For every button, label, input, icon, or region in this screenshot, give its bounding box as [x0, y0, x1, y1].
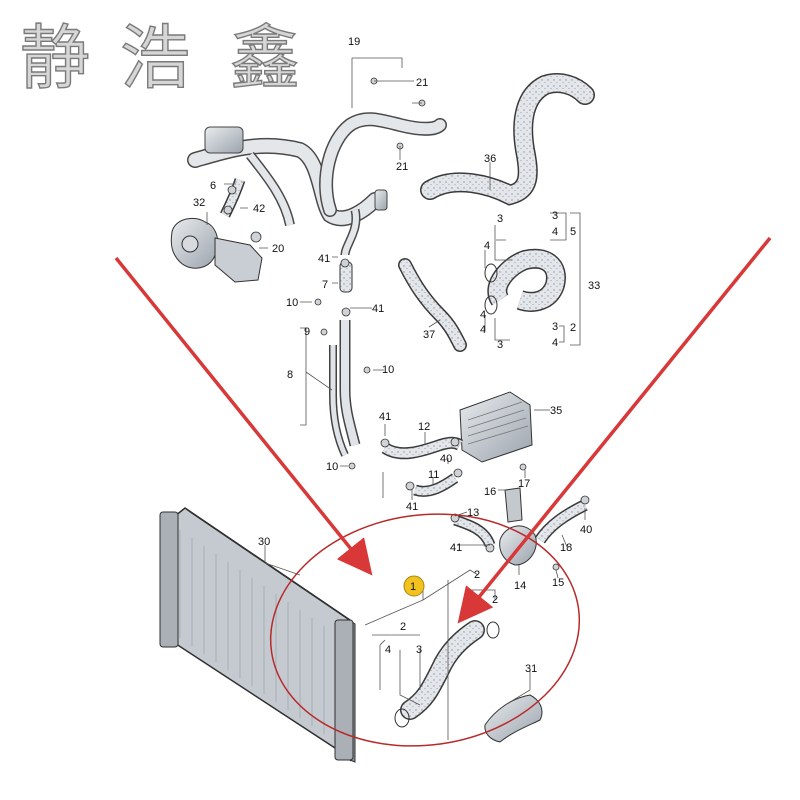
callout-32: 32 — [193, 197, 205, 209]
callout-2b: 2 — [474, 569, 480, 581]
callout-33: 33 — [588, 280, 600, 292]
callout-6: 6 — [210, 180, 216, 192]
callout-4b: 4 — [552, 226, 558, 238]
callout-3c: 3 — [497, 339, 503, 351]
callout-41c: 41 — [379, 411, 391, 423]
callout-8: 8 — [287, 369, 293, 381]
callout-21a: 21 — [416, 77, 428, 89]
coolant-hose-1 — [394, 620, 500, 728]
callout-12: 12 — [418, 421, 430, 433]
hose-37 — [398, 258, 467, 352]
callout-2d: 2 — [400, 621, 406, 633]
callout-14: 14 — [514, 580, 526, 592]
callout-10c: 10 — [326, 461, 338, 473]
callout-16: 16 — [484, 486, 496, 498]
callout-41d: 41 — [406, 501, 418, 513]
callout-19: 19 — [348, 36, 360, 48]
callout-20: 20 — [272, 243, 284, 255]
callout-41e: 41 — [450, 542, 462, 554]
oil-cooler-35 — [459, 391, 533, 463]
watermark-char-2: 浩 — [120, 17, 190, 99]
highlight-arrow-right — [457, 236, 772, 624]
radiator-30 — [159, 507, 356, 763]
callout-21b: 21 — [396, 161, 408, 173]
callout-37: 37 — [423, 329, 435, 341]
callout-10b: 10 — [382, 364, 394, 376]
callout-2c: 2 — [492, 594, 498, 606]
callout-41b: 41 — [372, 303, 384, 315]
callout-17: 17 — [518, 478, 530, 490]
callout-4f: 4 — [385, 644, 391, 656]
callout-4e: 4 — [552, 337, 558, 349]
watermark-char-1: 静 — [20, 17, 90, 99]
watermark-logo: 静 浩 鑫 — [20, 16, 301, 99]
callout-labels: 19 21 21 36 6 42 32 20 3 4 5 3 4 4 33 41… — [193, 36, 600, 675]
callout-42: 42 — [253, 203, 265, 215]
callout-41a: 41 — [318, 253, 330, 265]
pipe-assembly-19 — [187, 112, 447, 256]
callout-3b: 3 — [552, 210, 558, 222]
water-pump-32 — [170, 217, 263, 283]
callout-7: 7 — [322, 279, 328, 291]
callout-4a: 4 — [484, 240, 490, 252]
callout-40b: 40 — [580, 524, 592, 536]
bracket-16 — [504, 487, 523, 523]
hose-36 — [420, 73, 595, 206]
callout-35: 35 — [550, 405, 562, 417]
callout-5: 5 — [570, 226, 576, 238]
pipe-8 — [329, 261, 361, 457]
callout-3e: 3 — [416, 644, 422, 656]
hose-11 — [413, 473, 459, 497]
callout-10a: 10 — [286, 297, 298, 309]
callout-4d: 4 — [480, 309, 486, 321]
hose-12 — [381, 436, 464, 460]
callout-3d: 3 — [552, 321, 558, 333]
hose-18 — [535, 499, 588, 544]
callout-36: 36 — [484, 153, 496, 165]
hose-13 — [453, 514, 496, 548]
callout-30: 30 — [258, 536, 270, 548]
watermark-char-3: 鑫 — [230, 17, 300, 99]
callout-15: 15 — [552, 577, 564, 589]
part-1-badge-label: 1 — [410, 581, 416, 593]
callout-31: 31 — [525, 663, 537, 675]
callout-4c: 4 — [480, 324, 486, 336]
callout-3a: 3 — [497, 213, 503, 225]
callout-2a: 2 — [570, 322, 576, 334]
hose-33 — [484, 248, 566, 315]
callout-11: 11 — [428, 469, 439, 481]
part-1-badge: 1 — [403, 575, 425, 597]
callout-40a: 40 — [440, 453, 452, 465]
callout-9: 9 — [304, 326, 310, 338]
highlight-ring — [269, 513, 581, 747]
highlight-arrow-left — [114, 256, 373, 576]
callout-18: 18 — [560, 542, 572, 554]
